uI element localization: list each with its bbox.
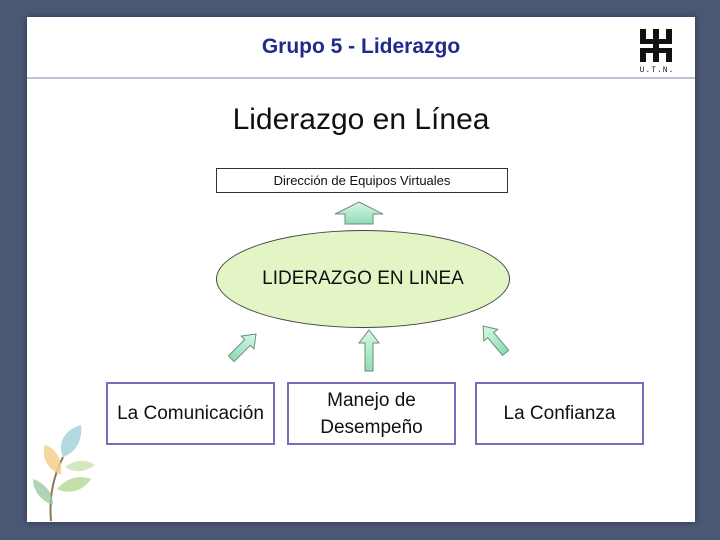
- up-arrow-to-direction: [335, 202, 383, 224]
- up-arrow-performance: [359, 330, 379, 371]
- leaf-decoration-icon: [27, 417, 107, 522]
- diagonal-arrow-communication: [225, 328, 262, 365]
- slide: Grupo 5 - Liderazgo U.T.N. Liderazgo en …: [27, 17, 695, 522]
- arrows-layer: [27, 17, 695, 522]
- diagonal-arrow-trust: [476, 320, 512, 358]
